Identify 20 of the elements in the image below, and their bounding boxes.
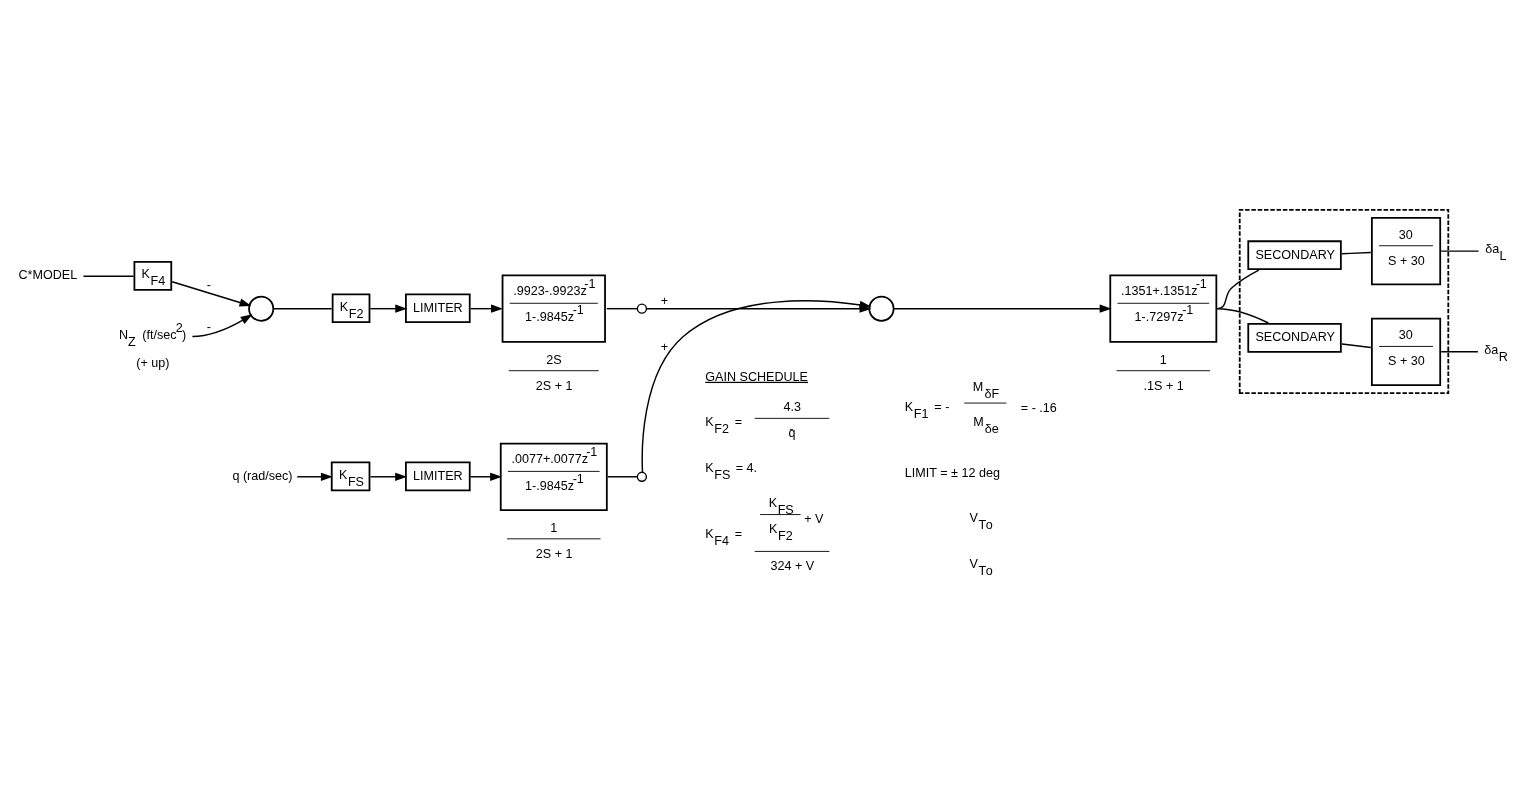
node-text: C*MODEL — [18, 267, 78, 282]
node-label: 2S + 1 — [535, 546, 573, 561]
label: q̄ — [788, 425, 796, 440]
node-label: .1S + 1 — [1143, 378, 1184, 393]
edge-label: + — [660, 293, 669, 308]
label: 324 + V — [770, 558, 815, 573]
node-label: 1 — [1159, 352, 1167, 367]
edge-label: - — [206, 277, 211, 292]
label: 4.3 — [783, 399, 801, 414]
node-text: q (rad/sec) — [232, 468, 293, 483]
node-label: 2S + 1 — [535, 378, 573, 393]
label: + V — [804, 511, 824, 526]
label: LIMIT = ± 12 deg — [904, 465, 1000, 480]
label: = - .16 — [1020, 400, 1057, 415]
node-label: 2S — [546, 352, 562, 367]
edge-label: + — [660, 339, 669, 354]
node-label: 1 — [550, 520, 558, 535]
node-label: (+ up) — [136, 355, 170, 370]
edge-label: - — [206, 319, 211, 334]
label: GAIN SCHEDULE — [705, 369, 809, 384]
